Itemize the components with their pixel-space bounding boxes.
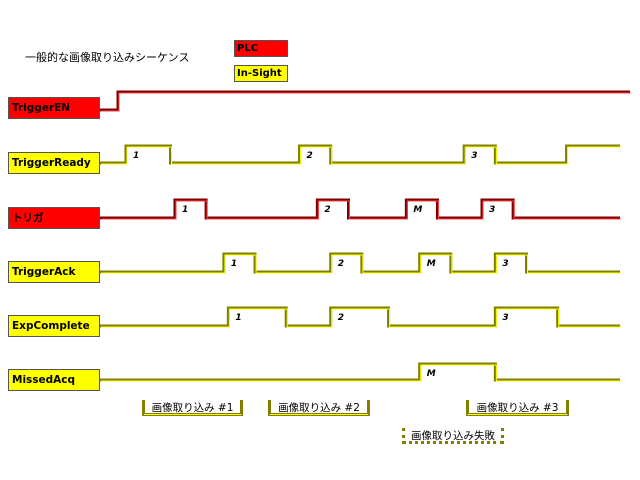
pulse-label: M (427, 369, 436, 379)
pulse-label: 3 (502, 259, 508, 269)
pulse-label: 1 (182, 205, 188, 215)
pulse-label: M (427, 259, 436, 269)
waveform-3: 1 2 M 3 (100, 252, 621, 274)
pulse-label: 3 (471, 151, 477, 161)
waveform-line-inner (101, 92, 631, 112)
pulse-label: 2 (338, 259, 344, 269)
legend-plc: PLC (234, 40, 288, 57)
bracket-acquisition-failed: 画像取り込み失敗 (402, 428, 504, 444)
pulse-label: 1 (231, 259, 237, 269)
pulse-label: 1 (235, 313, 241, 323)
waveform-2: 1 2 M 3 (100, 198, 621, 220)
signal-label-missed-acq: MissedAcq (8, 369, 100, 391)
signal-label-trigger-ready: TriggerReady (8, 152, 100, 174)
diagram-title: 一般的な画像取り込みシーケンス (25, 51, 190, 64)
pulse-label: 2 (307, 151, 313, 161)
waveform-line-outer (100, 144, 620, 165)
pulse-label: 2 (338, 313, 344, 323)
pulse-label: M (413, 205, 422, 215)
waveform-line-outer (100, 252, 620, 274)
waveform-line-outer (100, 198, 620, 220)
waveform-line-outer (100, 362, 620, 382)
waveform-4: 1 2 3 (100, 306, 621, 328)
pulse-label: 3 (489, 205, 495, 215)
waveform-line-inner (101, 254, 621, 274)
bracket-acquisition-3: 画像取り込み #3 (466, 400, 569, 416)
pulse-label: 2 (324, 205, 330, 215)
waveform-line-outer (100, 306, 620, 328)
waveform-line-inner (101, 146, 621, 165)
signal-label-exp-complete: ExpComplete (8, 315, 100, 337)
waveform-0 (100, 90, 631, 112)
waveform-line-inner (101, 308, 621, 328)
pulse-label: 1 (133, 151, 139, 161)
waveform-1: 1 2 3 (100, 144, 621, 165)
legend-in-sight: In-Sight (234, 65, 288, 82)
signal-label-trigger-en: TriggerEN (8, 97, 100, 119)
bracket-acquisition-1: 画像取り込み #1 (142, 400, 243, 416)
waveform-line-inner (101, 200, 621, 220)
pulse-label: 3 (502, 313, 508, 323)
waveform-line-inner (101, 364, 621, 382)
waveform-5: M (100, 362, 621, 382)
waveform-line-outer (100, 90, 630, 112)
bracket-acquisition-2: 画像取り込み #2 (268, 400, 370, 416)
signal-label-trigger-ack: TriggerAck (8, 261, 100, 283)
signal-label-trigger: トリガ (8, 207, 100, 229)
